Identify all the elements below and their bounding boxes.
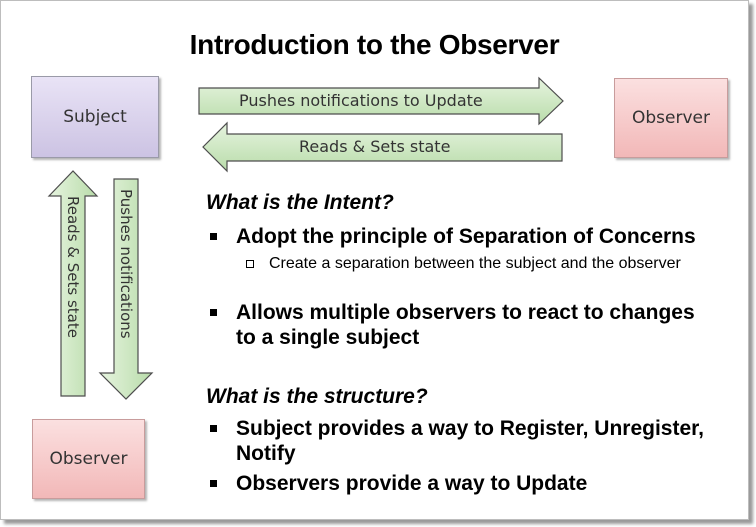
bullet-observers-update: Observers provide a way to Update: [210, 471, 716, 496]
arrow-left-label: Reads & Sets state: [299, 137, 451, 156]
intent-heading: What is the Intent?: [206, 191, 394, 214]
bullet-text: Subject provides a way to Register, Unre…: [236, 417, 704, 465]
arrow-right-label: Pushes notifications to Update: [239, 91, 483, 110]
slide-title: Introduction to the Observer: [189, 29, 560, 60]
subject-label: Subject: [63, 107, 127, 127]
observer-label-bottom: Observer: [49, 449, 128, 469]
bullet-separation-of-concerns: Adopt the principle of Separation of Con…: [210, 224, 726, 249]
arrow-down-label: Pushes notifications: [117, 189, 135, 339]
sub-bullet-create-separation: Create a separation between the subject …: [246, 255, 709, 273]
bullet-text: Adopt the principle of Separation of Con…: [236, 225, 696, 248]
arrow-down-push: [98, 178, 154, 400]
square-bullet-icon: [210, 309, 217, 316]
bullet-multiple-observers: Allows multiple observers to react to ch…: [210, 300, 716, 350]
slide: Introduction to the Observer Subject Obs…: [0, 0, 749, 520]
arrow-up-label: Reads & Sets state: [64, 196, 82, 338]
observer-box-bottom: Observer: [32, 419, 145, 499]
structure-heading: What is the structure?: [206, 385, 428, 408]
arrows-layer: [47, 76, 564, 400]
bullet-text: Observers provide a way to Update: [236, 472, 588, 495]
sub-bullet-text: Create a separation between the subject …: [269, 255, 681, 272]
square-bullet-icon: [210, 233, 217, 240]
square-bullet-icon: [210, 425, 217, 432]
arrow-right-push: [198, 76, 564, 126]
arrow-left-reads: [202, 121, 563, 173]
bullet-subject-register: Subject provides a way to Register, Unre…: [210, 416, 736, 466]
bullet-text: Allows multiple observers to react to ch…: [236, 301, 695, 349]
observer-label-top: Observer: [632, 108, 710, 128]
square-bullet-icon: [210, 480, 217, 487]
arrow-up-reads: [47, 170, 99, 397]
hollow-square-bullet-icon: [246, 260, 254, 268]
observer-box-top: Observer: [614, 78, 728, 158]
subject-box: Subject: [31, 76, 159, 158]
